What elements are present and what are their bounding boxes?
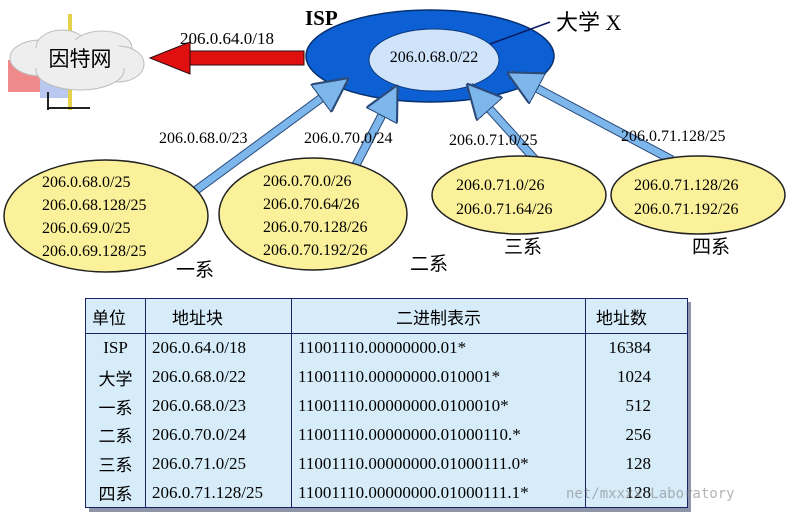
department-2-subnet: 206.0.70.192/26: [263, 242, 367, 259]
header-binary: 二进制表示: [291, 298, 586, 334]
table-header-row: 单位 地址块 二进制表示 地址数: [85, 298, 688, 334]
cell-count: 128: [585, 449, 688, 479]
cell-count: 256: [585, 420, 688, 450]
university-label: 大学 X: [556, 10, 622, 35]
department-1-subnet: 206.0.68.0/25: [42, 174, 130, 191]
internet-label: 因特网: [49, 47, 112, 71]
department-1-name: 一系: [176, 259, 214, 281]
department-1-link-prefix: 206.0.68.0/23: [159, 130, 247, 147]
university-pointer-line: [489, 21, 551, 45]
cell-count: 16384: [585, 333, 688, 363]
cell-binary: 11001110.00000000.01000111.1*: [291, 478, 586, 508]
cell-unit: 大学: [98, 369, 133, 389]
department-4-name: 四系: [692, 236, 730, 258]
cell-unit: 四系: [98, 485, 133, 505]
department-2-subnet: 206.0.70.0/26: [263, 173, 351, 190]
cell-unit: 二系: [98, 427, 133, 447]
department-2-subnet: 206.0.70.128/26: [263, 219, 367, 236]
table-row: 一系 206.0.68.0/23 11001110.00000000.01000…: [86, 391, 688, 421]
internet-cloud-icon: [8, 14, 145, 110]
department-3-subnet: 206.0.71.64/26: [456, 201, 552, 218]
department-3-region: [431, 155, 607, 235]
department-3-link-prefix: 206.0.71.0/25: [449, 132, 537, 149]
address-table: 单位 地址块 二进制表示 地址数 ISP 206.0.64.0/18 11001…: [85, 298, 688, 508]
cell-block: 206.0.70.0/24: [145, 420, 292, 450]
table-row: 三系 206.0.71.0/25 11001110.00000000.01000…: [86, 449, 688, 479]
cell-count: 1024: [585, 362, 688, 392]
cell-block: 206.0.68.0/22: [145, 362, 292, 392]
cell-binary: 11001110.00000000.01000111.0*: [291, 449, 586, 479]
department-1-subnet: 206.0.69.128/25: [42, 243, 146, 260]
internet-route-arrow: [148, 41, 305, 75]
cell-unit: 三系: [98, 456, 133, 476]
cell-block: 206.0.64.0/18: [145, 333, 292, 363]
cell-count: 512: [585, 391, 688, 421]
header-unit: 单位: [85, 298, 146, 334]
department-2-link-prefix: 206.0.70.0/24: [304, 130, 392, 147]
department-2-name: 二系: [410, 253, 448, 275]
cell-binary: 11001110.00000000.01000110.*: [291, 420, 586, 450]
cell-binary: 11001110.00000000.010001*: [291, 362, 586, 392]
address-table-container: 单位 地址块 二进制表示 地址数 ISP 206.0.64.0/18 11001…: [85, 298, 691, 512]
header-block: 地址块: [145, 298, 292, 334]
department-4-region: [610, 155, 786, 235]
table-row: 四系 206.0.71.128/25 11001110.00000000.010…: [86, 478, 688, 508]
university-region: [368, 28, 500, 92]
department-3-name: 三系: [504, 236, 542, 258]
cell-binary: 11001110.00000000.0100010*: [291, 391, 586, 421]
department-2-region: [218, 157, 408, 271]
department-4-subnet: 206.0.71.128/26: [634, 177, 738, 194]
internet-route-prefix: 206.0.64.0/18: [180, 29, 274, 48]
cell-count: 128: [585, 478, 688, 508]
table-row: 二系 206.0.70.0/24 11001110.00000000.01000…: [86, 420, 688, 450]
cell-block: 206.0.71.0/25: [145, 449, 292, 479]
table-row: 大学 206.0.68.0/22 11001110.00000000.01000…: [86, 362, 688, 392]
watermark: net/mxxxx Laboratory: [566, 486, 735, 502]
table-row: ISP 206.0.64.0/18 11001110.00000000.01* …: [86, 333, 688, 363]
department-1-region: [3, 159, 209, 273]
university-prefix: 206.0.68.0/22: [390, 49, 478, 66]
cell-block: 206.0.71.128/25: [145, 478, 292, 508]
header-count: 地址数: [585, 298, 688, 334]
isp-label: ISP: [305, 6, 338, 30]
department-1-subnet: 206.0.69.0/25: [42, 220, 130, 237]
department-1-subnet: 206.0.68.128/25: [42, 197, 146, 214]
cell-unit: 一系: [98, 398, 133, 418]
department-2-subnet: 206.0.70.64/26: [263, 196, 359, 213]
department-3-subnet: 206.0.71.0/26: [456, 177, 544, 194]
cell-unit: ISP: [103, 338, 128, 358]
cell-block: 206.0.68.0/23: [145, 391, 292, 421]
cell-binary: 11001110.00000000.01*: [291, 333, 586, 363]
department-4-subnet: 206.0.71.192/26: [634, 201, 738, 218]
department-4-link-prefix: 206.0.71.128/25: [621, 128, 725, 145]
